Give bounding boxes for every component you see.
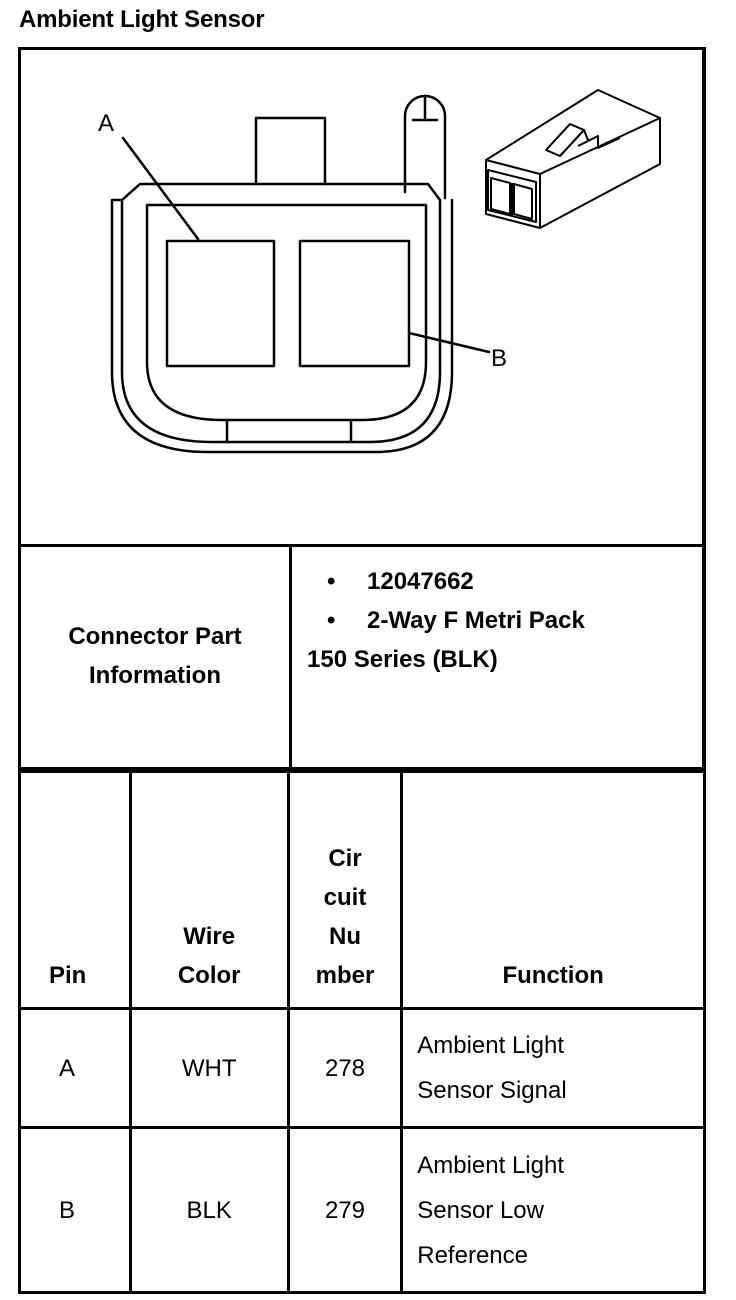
wire-color-header: Wire Color xyxy=(128,770,290,1010)
function-header: Function xyxy=(400,770,706,1010)
function-cell: Ambient Light Sensor Low Reference xyxy=(400,1126,706,1294)
pinout-table: Pin Wire Color Cir cuit Nu mber Function… xyxy=(18,770,706,1294)
wire-color-cell: BLK xyxy=(128,1126,290,1294)
connector-face-diagram: A B xyxy=(98,89,661,454)
circuit-number-header: Cir cuit Nu mber xyxy=(286,770,404,1010)
table-row: A WHT 278 Ambient Light Sensor Signal xyxy=(18,1007,706,1129)
table-header-row: Pin Wire Color Cir cuit Nu mber Function xyxy=(18,770,706,1010)
connector-diagram-panel xyxy=(18,47,706,547)
list-item: •2-Way F Metri Pack xyxy=(327,607,585,634)
table-row: B BLK 279 Ambient Light Sensor Low Refer… xyxy=(18,1126,706,1294)
wire-color-cell: WHT xyxy=(128,1007,290,1129)
circuit-cell: 278 xyxy=(286,1007,404,1129)
connector-perspective-icon xyxy=(485,89,661,229)
connector-part-info-row: Connector Part Information •12047662 •2-… xyxy=(18,544,706,770)
function-cell: Ambient Light Sensor Signal xyxy=(400,1007,706,1129)
pin-a-label: A xyxy=(98,110,114,137)
page-title: Ambient Light Sensor xyxy=(19,6,265,33)
pin-cell: B xyxy=(18,1126,132,1294)
list-item: •12047662 xyxy=(327,568,474,595)
list-item-continuation: 150 Series (BLK) xyxy=(307,646,498,673)
pin-b-label: B xyxy=(491,345,507,372)
pin-header: Pin xyxy=(18,770,132,1010)
circuit-cell: 279 xyxy=(286,1126,404,1294)
pin-cell: A xyxy=(18,1007,132,1129)
connector-part-info-label: Connector Part Information xyxy=(21,544,292,767)
connector-part-info-list: •12047662 •2-Way F Metri Pack 150 Series… xyxy=(307,562,585,679)
